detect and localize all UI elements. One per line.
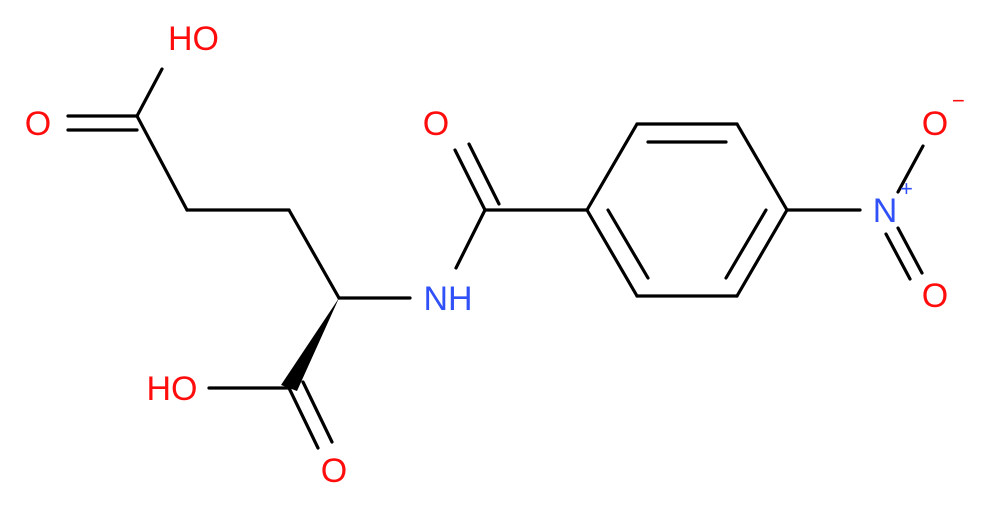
atom-label-o-amide: O: [423, 105, 449, 143]
bond-n-o-top: [896, 144, 925, 194]
atom-label-o-nitro-bottom: O: [922, 277, 948, 315]
bond-c5-o-double-b: [301, 380, 334, 444]
wedge-bond-c4-c5: [281, 298, 339, 391]
bond-c1-oh: [135, 67, 164, 118]
bond-nh-c6: [454, 208, 487, 270]
ring-bond-6: [585, 208, 639, 298]
charge-o-nitro-top: −: [952, 88, 965, 113]
atom-label-o-top-left: O: [25, 105, 51, 143]
bond-c6-o-double-a: [453, 148, 487, 212]
ring-bond-3: [735, 122, 789, 212]
ring-bond-4-inner: [724, 208, 768, 280]
bond-n-o-bottom-a: [896, 226, 924, 275]
atom-label-nh: NH: [423, 280, 472, 318]
bond-c6-o-double-b: [467, 142, 501, 206]
bond-n-o-bottom-b: [884, 232, 912, 281]
ring-bond-1: [585, 122, 639, 212]
bond-c3-c4: [287, 208, 341, 300]
bond-c1-c2: [135, 114, 189, 212]
atom-label-oh-top: HO: [168, 20, 219, 58]
charge-n-nitro: +: [900, 176, 913, 201]
ring-bond-6-inner: [606, 208, 650, 280]
atom-label-o-bottom: O: [321, 452, 347, 490]
atom-label-n-nitro: N: [873, 192, 898, 230]
ring-bond-4: [735, 208, 789, 298]
atom-label-ho-bottom: HO: [147, 370, 198, 408]
bond-c5-o-double-a: [287, 386, 320, 450]
atom-label-o-nitro-top: O: [922, 105, 948, 143]
